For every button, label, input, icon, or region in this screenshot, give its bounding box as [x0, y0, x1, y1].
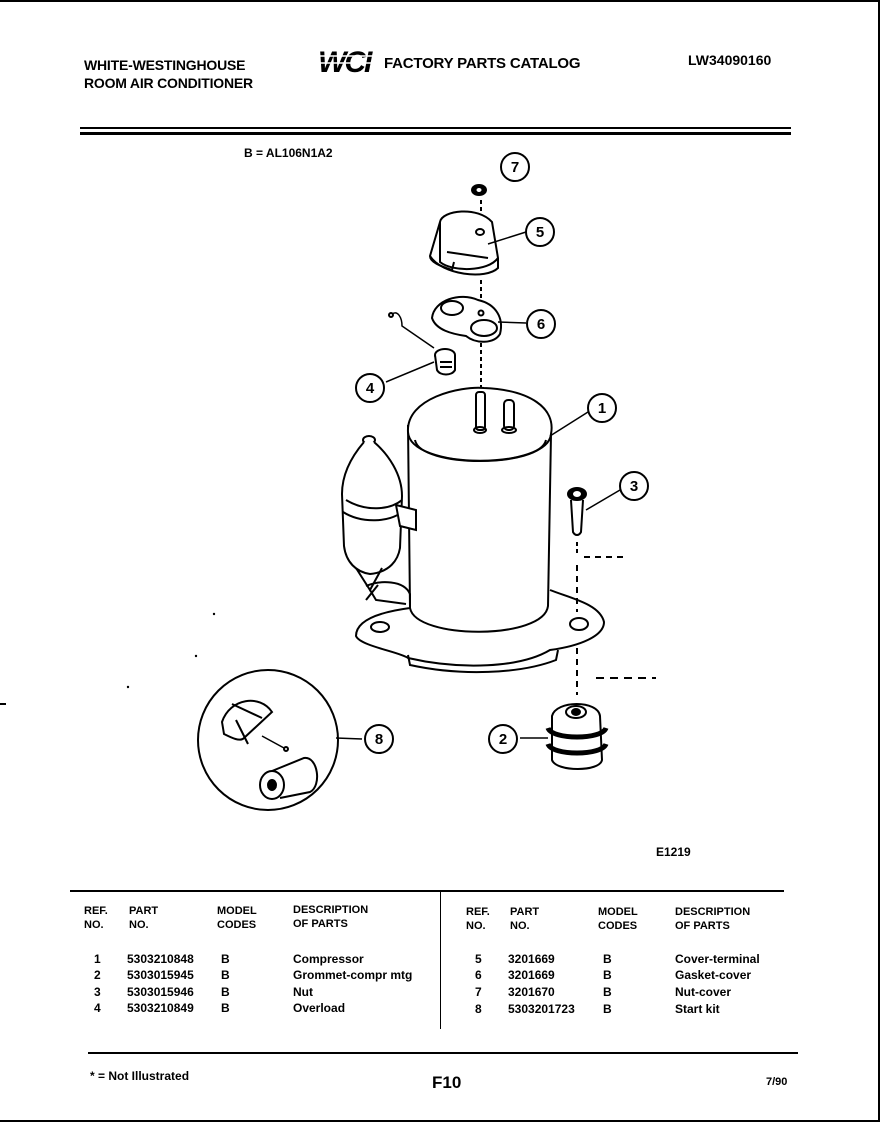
callout-2-label: 2	[499, 731, 507, 748]
gasket-cover-part	[430, 295, 502, 343]
header-rule	[80, 127, 791, 129]
terminal-cover-part	[428, 210, 500, 276]
table-row: 8 5303201723 B Start kit	[475, 1002, 720, 1016]
table-row: 4 5303210849 B Overload	[94, 1001, 346, 1015]
wci-logo: WCI	[316, 46, 380, 78]
table-row: 6 3201669 B Gasket-cover	[475, 968, 752, 982]
brand-line-2: ROOM AIR CONDITIONER	[84, 75, 253, 91]
page-number: F10	[432, 1073, 462, 1092]
table-column-divider	[440, 892, 441, 1029]
callout-7	[500, 152, 530, 182]
model-designation: B = AL106N1A2	[244, 146, 333, 160]
revision-date: 7/90	[766, 1076, 788, 1088]
callout-7-label: 7	[511, 159, 519, 176]
callout-3-label: 3	[630, 478, 638, 495]
compressor-part	[340, 386, 606, 674]
brand-line-1: WHITE-WESTINGHOUSE	[84, 57, 246, 73]
callout-8-label: 8	[375, 731, 383, 748]
callout-4	[355, 373, 385, 403]
nut-cover-part	[471, 184, 487, 196]
header-rule-thick	[80, 132, 791, 135]
footnote: * = Not Illustrated	[90, 1069, 190, 1083]
grommet-part	[545, 703, 609, 770]
table-row: 1 5303210848 B Compressor	[94, 952, 364, 966]
callout-6	[526, 309, 556, 339]
table-row: 2 5303015945 B Grommet-compr mtg	[94, 968, 413, 982]
table-bottom-rule	[88, 1052, 798, 1054]
table-row: 7 3201670 B Nut-cover	[475, 985, 732, 999]
brand-block: WHITE-WESTINGHOUSE ROOM AIR CONDITIONER	[84, 56, 253, 92]
callout-4-label: 4	[366, 380, 375, 397]
table-top-rule	[70, 890, 784, 892]
diagram-code: E1219	[656, 845, 691, 859]
callout-1-label: 1	[598, 400, 606, 417]
callout-1	[587, 393, 617, 423]
callout-8	[364, 724, 394, 754]
catalog-title: FACTORY PARTS CATALOG	[384, 55, 581, 72]
table-row: 3 5303015946 B Nut	[94, 985, 313, 999]
start-kit-part	[197, 669, 339, 811]
overload-part	[388, 312, 456, 376]
catalog-code: LW34090160	[688, 52, 772, 68]
callout-6-label: 6	[537, 316, 545, 333]
header-ref-right: REF.NO.	[466, 906, 490, 932]
callout-2	[488, 724, 518, 754]
edge-mark	[0, 703, 6, 705]
callout-3	[619, 471, 649, 501]
nut-part	[567, 487, 656, 695]
callout-5	[525, 217, 555, 247]
logo-text: WCI	[318, 46, 373, 78]
exploded-parts-diagram: 7 5 6 4 1 3 2 8	[126, 152, 656, 811]
callout-5-label: 5	[536, 224, 544, 241]
table-row: 5 3201669 B Cover-terminal	[475, 952, 760, 966]
header-ref-left: REF.NO.	[84, 905, 108, 931]
